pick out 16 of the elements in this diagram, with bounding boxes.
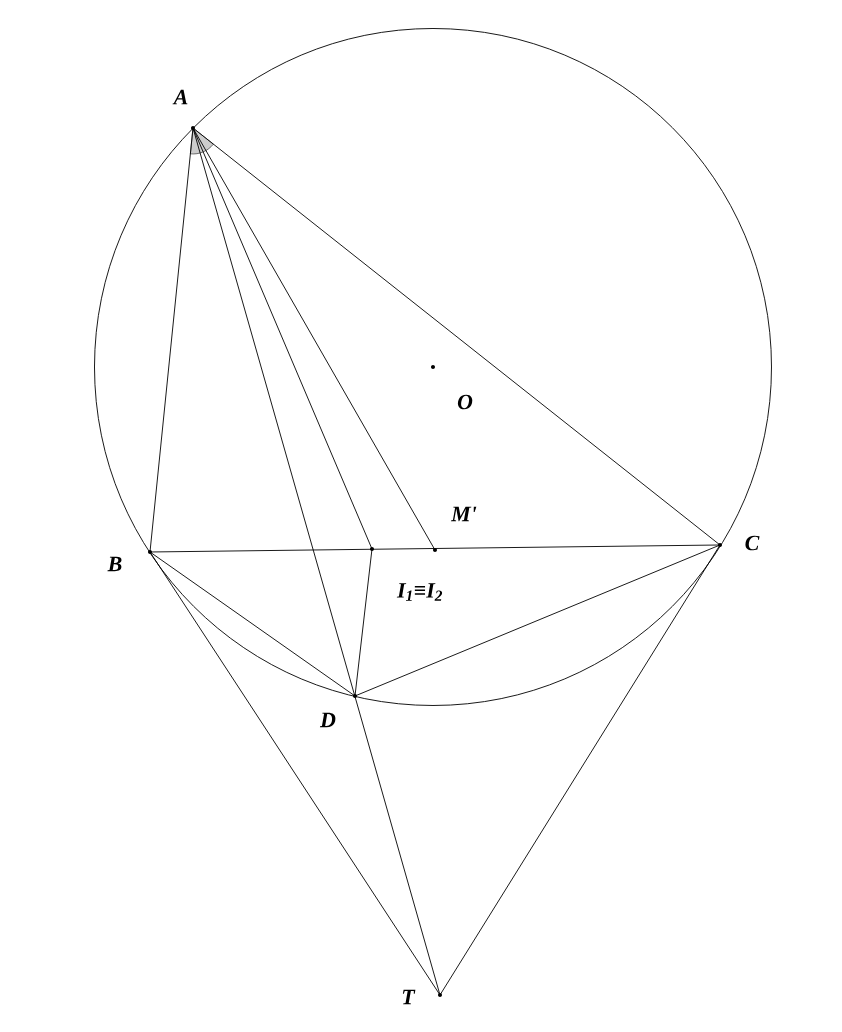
- line-segment: [192, 127, 436, 551]
- line-segment: [354, 544, 721, 697]
- line-segment: [192, 127, 373, 550]
- point-label: A: [172, 89, 195, 130]
- line-segment: [149, 544, 721, 553]
- point-label: D: [319, 694, 357, 728]
- line-segment: [149, 551, 356, 697]
- point-label: O: [431, 365, 473, 410]
- point-label: T: [402, 989, 442, 1005]
- line-segment: [439, 544, 721, 996]
- point-label: C: [718, 535, 760, 551]
- line-segment: [192, 127, 721, 546]
- line-segment: [149, 127, 194, 553]
- line-segment: [354, 548, 373, 697]
- line-segment: [149, 551, 441, 996]
- point-label: B: [107, 550, 152, 572]
